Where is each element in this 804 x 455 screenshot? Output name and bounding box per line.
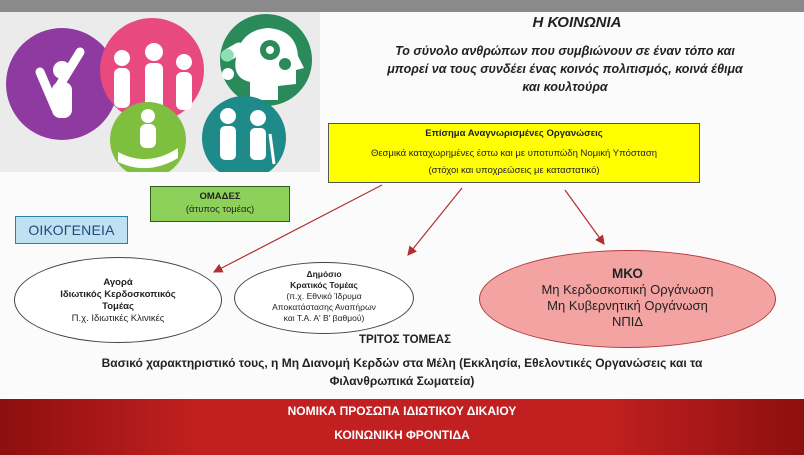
- basic-line: Βασικό χαρακτηριστικό τους, η Μη Διανομή…: [101, 356, 703, 370]
- recognized-orgs-title: Επίσημα Αναγνωρισμένες Οργανώσεις: [425, 128, 603, 139]
- mko-line: Μη Κυβερνητική Οργάνωση: [547, 298, 708, 313]
- society-definition: Το σύνολο ανθρώπων που συμβιώνουν σε ένα…: [345, 42, 785, 96]
- public-line: Κρατικός Τομέας: [290, 280, 358, 290]
- family-box: ΟΙΚΟΓΕΝΕΙΑ: [15, 216, 128, 244]
- mko-line: ΝΠΙΔ: [611, 314, 644, 329]
- groups-box: ΟΜΑΔΕΣ (άτυπος τομέας): [150, 186, 290, 222]
- public-line: και Τ.Α. Α' Β' βαθμού): [283, 313, 365, 323]
- recognized-orgs-line: Θεσμικά καταχωρημένες έστω και με υποτυπ…: [370, 148, 658, 159]
- mko-line: Μη Κερδοσκοπική Οργάνωση: [541, 282, 714, 297]
- elderly-couple-icon: [202, 96, 286, 172]
- care-hands-icon: [110, 102, 186, 172]
- top-border: [0, 0, 804, 12]
- subtitle-line: Το σύνολο ανθρώπων που συμβιώνουν σε ένα…: [395, 44, 735, 58]
- social-care-illustration: [6, 14, 312, 172]
- public-line: (π.χ. Εθνικό Ίδρυμα: [286, 291, 362, 301]
- banner-line: ΝΟΜΙΚΑ ΠΡΟΣΩΠΑ ΙΔΙΩΤΙΚΟΥ ΔΙΚΑΙΟΥ: [287, 404, 517, 418]
- basic-characteristic: Βασικό χαρακτηριστικό τους, η Μη Διανομή…: [32, 354, 772, 390]
- subtitle-line: και κουλτούρα: [522, 80, 608, 94]
- page-title: Η ΚΟΙΝΩΝΙΑ: [532, 14, 622, 31]
- arrow-to-public: [407, 187, 463, 256]
- market-line: Π.χ. Ιδιωτικές Κλινικές: [71, 313, 165, 324]
- recognized-orgs-box: Επίσημα Αναγνωρισμένες Οργανώσεις Θεσμικ…: [328, 123, 700, 183]
- checkmark-person-icon: [6, 28, 118, 140]
- market-sector-ellipse: Αγορά Ιδιωτικός Κερδοσκοπικός Τομέας Π.χ…: [14, 257, 222, 343]
- subtitle-line: μπορεί να τους συνδέει ένας κοινός πολιτ…: [387, 62, 743, 76]
- head-gears-icon: [220, 14, 312, 106]
- market-line: Ιδιωτικός Κερδοσκοπικός: [60, 289, 176, 300]
- groups-title: ΟΜΑΔΕΣ: [199, 191, 241, 202]
- arrow-to-market: [212, 184, 383, 273]
- mko-ellipse: ΜΚΟ Μη Κερδοσκοπική Οργάνωση Μη Κυβερνητ…: [479, 250, 776, 348]
- pills-icon: [220, 42, 246, 80]
- recognized-orgs-line: (στόχοι και υποχρεώσεις με καταστατικό): [428, 165, 600, 176]
- public-line: Δημόσιο: [306, 269, 342, 279]
- mko-line: ΜΚΟ: [612, 266, 643, 281]
- public-line: Αποκατάστασης Αναπήρων: [272, 302, 376, 312]
- market-line: Τομέας: [102, 301, 134, 312]
- basic-line: Φιλανθρωπικά Σωματεία): [329, 374, 475, 388]
- market-line: Αγορά: [103, 277, 133, 288]
- banner-line: ΚΟΙΝΩΝΙΚΗ ΦΡΟΝΤΙΔΑ: [334, 428, 470, 442]
- family-icon: [100, 18, 204, 122]
- groups-subtitle: (άτυπος τομέας): [185, 204, 255, 215]
- public-sector-ellipse: Δημόσιο Κρατικός Τομέας (π.χ. Εθνικό Ίδρ…: [234, 262, 414, 334]
- third-sector-label: ΤΡΙΤΟΣ ΤΟΜΕΑΣ: [359, 334, 451, 346]
- arrow-to-mko: [564, 189, 605, 245]
- bottom-banner: ΝΟΜΙΚΑ ΠΡΟΣΩΠΑ ΙΔΙΩΤΙΚΟΥ ΔΙΚΑΙΟΥ ΚΟΙΝΩΝΙ…: [0, 399, 804, 455]
